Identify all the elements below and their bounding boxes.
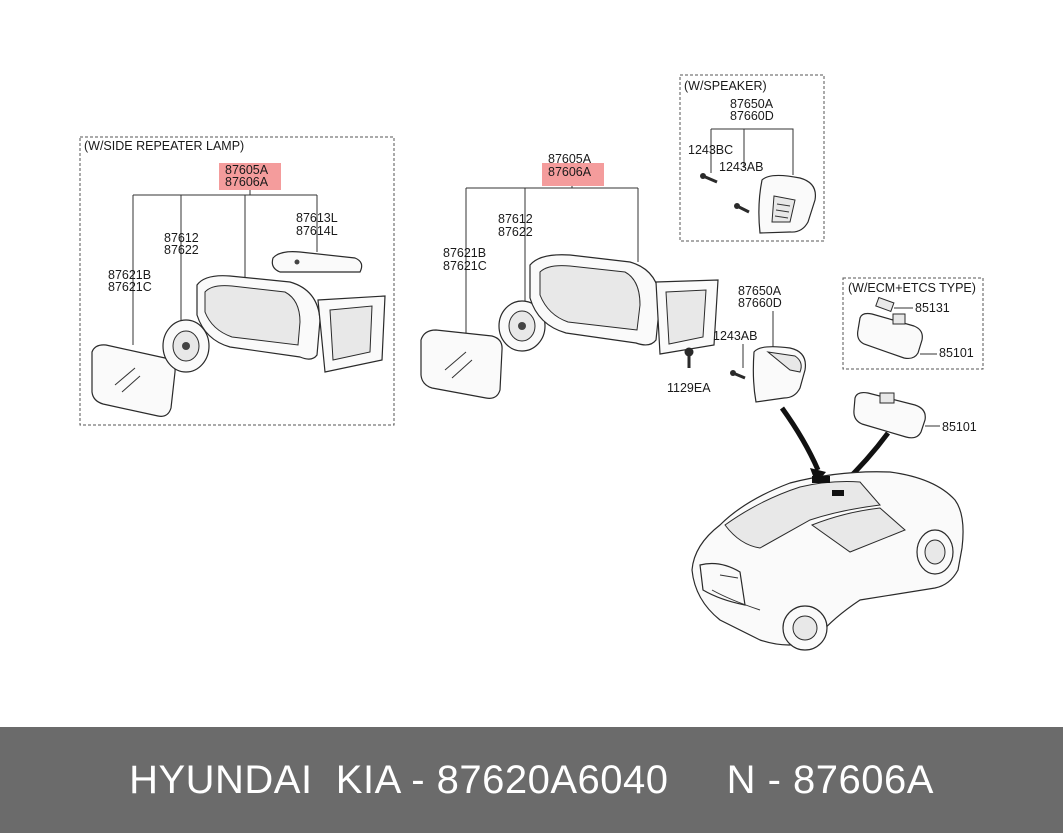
ecm-inside-mirror [857, 312, 923, 360]
parts-diagram: (W/SIDE REPEATER LAMP) 87605A 87606A 876… [79, 74, 984, 651]
speaker-leader-lines [710, 128, 794, 175]
left-mirror-glass [91, 344, 176, 417]
mid-mirror-housing [529, 254, 719, 355]
mid-screw-a-label: 1243AB [713, 329, 757, 343]
mid-actuator-label-2: 87622 [498, 225, 533, 239]
mid-actuator-label-1: 87612 [498, 212, 533, 226]
mid-cover-label-2: 87660D [738, 296, 782, 310]
side-repeater-box [79, 136, 395, 426]
ecm-box [842, 277, 984, 370]
mid-mirror-glass [420, 329, 503, 399]
speaker-screw-a [734, 203, 750, 214]
speaker-cover-label-2: 87660D [730, 109, 774, 123]
left-assembly-highlight [219, 163, 281, 190]
speaker-screw-a-label: 1243AB [719, 160, 763, 174]
mid-glass-label-1: 87621B [443, 246, 486, 260]
left-repeater-label-1: 87613L [296, 211, 338, 225]
inside-mirror-label: 85101 [942, 420, 977, 434]
ecm-box-title: (W/ECM+ETCS TYPE) [848, 281, 976, 295]
left-leader-lines [132, 190, 318, 345]
left-assembly-label-1: 87605A [225, 163, 269, 177]
inside-mirror [853, 391, 926, 439]
left-actuator [162, 319, 210, 373]
ecm-sensor [875, 296, 895, 313]
ecm-sensor-label: 85131 [915, 301, 950, 315]
left-repeater-label-2: 87614L [296, 224, 338, 238]
speaker-cover-label-1: 87650A [730, 97, 774, 111]
mid-screw-b-label: 1129EA [667, 381, 711, 395]
speaker-screw-c-label: 1243BC [688, 143, 733, 157]
footer-bar: HYUNDAI KIA - 87620A6040 N - 87606A [0, 727, 1063, 833]
left-assembly-label-2: 87606A [225, 175, 269, 189]
mid-actuator [498, 300, 546, 352]
left-actuator-label-2: 87622 [164, 243, 199, 257]
speaker-box [679, 74, 825, 242]
left-actuator-label-1: 87612 [164, 231, 199, 245]
left-mirror-housing [196, 275, 386, 373]
cover-pointer-arrow [779, 406, 821, 471]
speaker-box-title: (W/SPEAKER) [684, 79, 767, 93]
side-repeater-box-title: (W/SIDE REPEATER LAMP) [84, 139, 244, 153]
mid-screw-b [684, 347, 694, 368]
mid-leader-lines [465, 186, 639, 333]
left-glass-label-1: 87621B [108, 268, 151, 282]
ecm-leader-lines [894, 307, 937, 355]
left-repeater-lamp [271, 251, 363, 273]
mid-cover-label-1: 87650A [738, 284, 782, 298]
ecm-mirror-label: 85101 [939, 346, 974, 360]
mid-assembly-label-1: 87605A [548, 152, 592, 166]
mid-screw-a [730, 370, 746, 380]
mid-glass-label-2: 87621C [443, 259, 487, 273]
speaker-screw-c [700, 173, 718, 184]
speaker-mirror-cover [758, 174, 817, 234]
mid-assembly-label-2: 87606A [548, 165, 592, 179]
mid-mirror-cover [752, 346, 807, 403]
car-illustration [691, 471, 964, 651]
footer-part-number-text: HYUNDAI KIA - 87620A6040 N - 87606A [129, 757, 934, 802]
left-glass-label-2: 87621C [108, 280, 152, 294]
mid-assembly-highlight [542, 163, 604, 186]
